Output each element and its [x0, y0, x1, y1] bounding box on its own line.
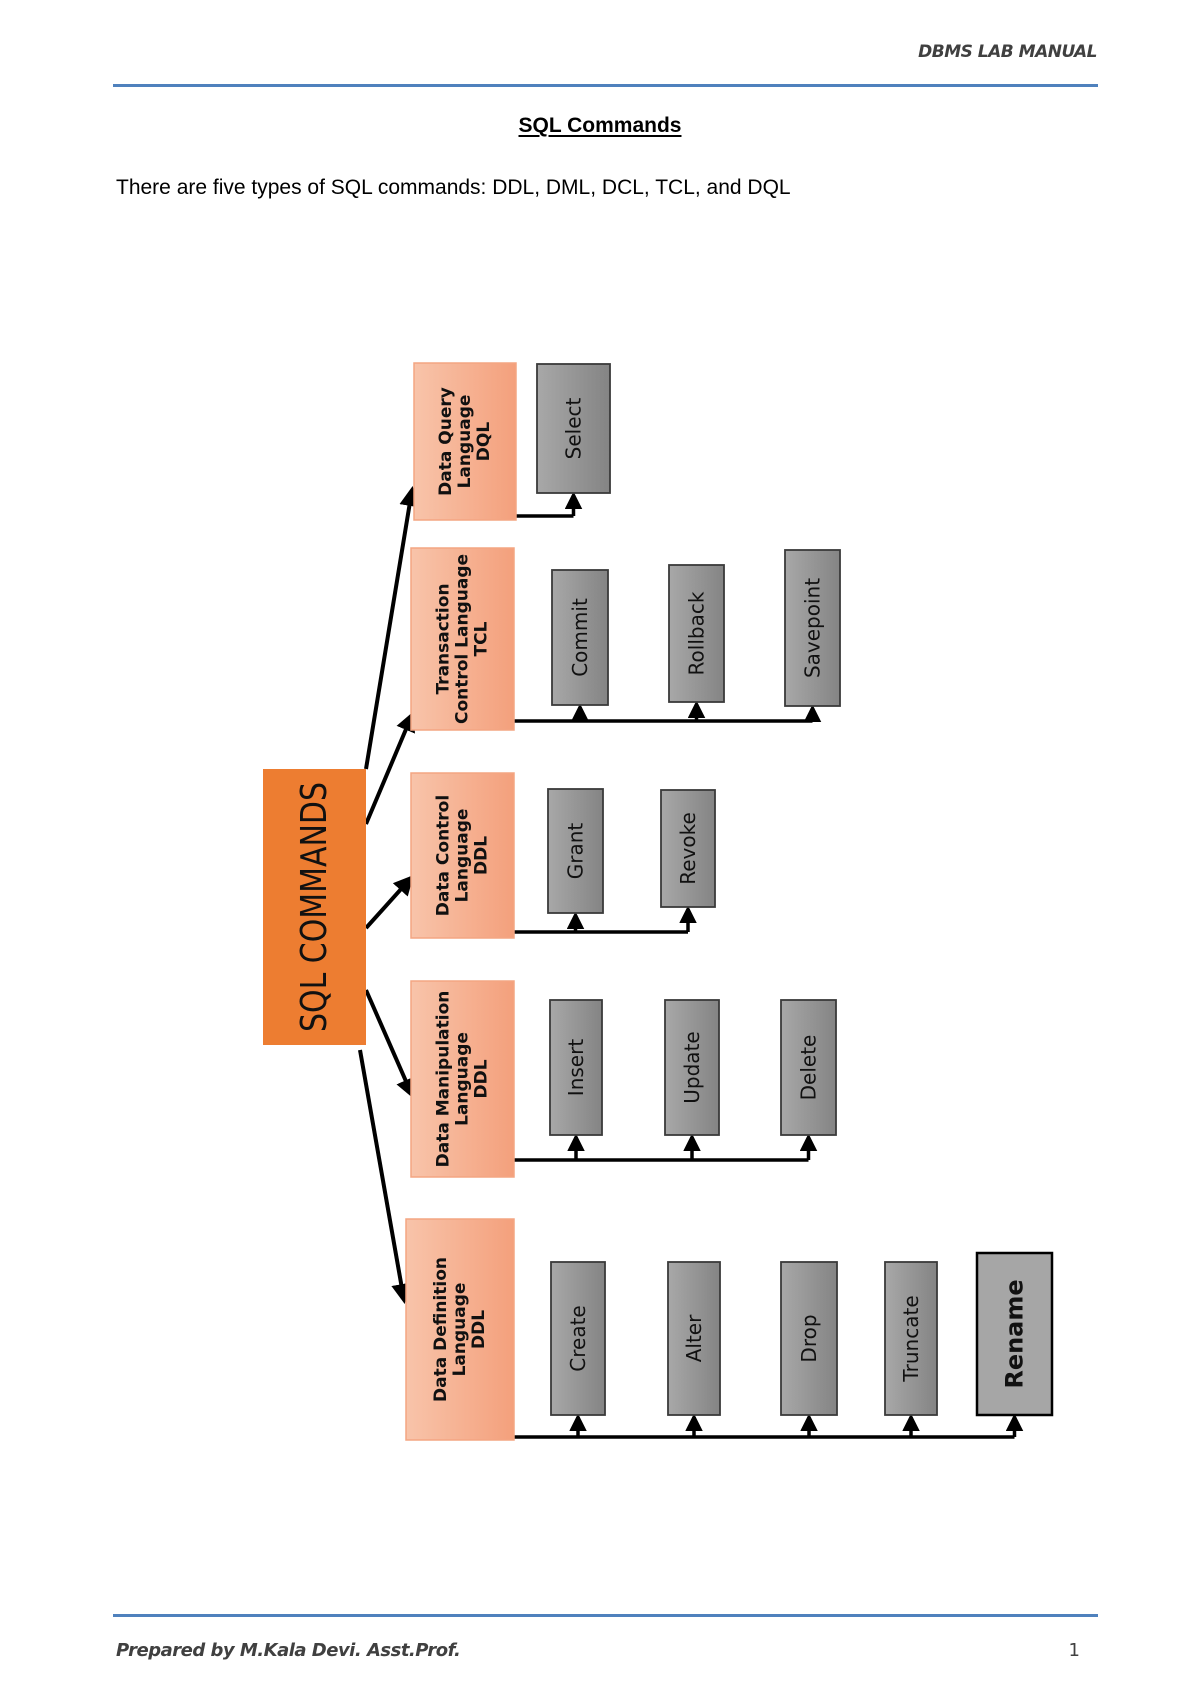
command-label-revoke: Revoke	[676, 812, 700, 885]
category-label-tcl-line: Control Language	[453, 554, 473, 724]
page-number: 1	[1068, 1640, 1080, 1661]
connector-root-to-dml	[364, 989, 415, 1099]
category-label-dql-line: DQL	[474, 422, 494, 462]
category-label-tcl-line: Transaction	[433, 583, 453, 694]
category-box-dml	[410, 980, 515, 1178]
svg-text:Delete: Delete	[797, 1035, 821, 1101]
footer-divider	[113, 1614, 1098, 1617]
category-label-dml-line: Data Manipulation	[433, 991, 453, 1168]
command-box-truncate	[884, 1261, 938, 1416]
category-label-dml-line: DDL	[472, 1059, 492, 1098]
command-box-delete	[780, 999, 837, 1136]
command-box-insert	[549, 999, 603, 1136]
connector-root-to-ddl	[358, 1049, 412, 1304]
command-box-grant	[547, 788, 604, 914]
category-label-ddl-line: DDL	[469, 1310, 489, 1349]
svg-text:Drop: Drop	[797, 1314, 821, 1362]
svg-text:SQL COMMANDS: SQL COMMANDS	[294, 782, 335, 1032]
category-label-dql-line: Data Query	[436, 387, 456, 496]
category-box-dcl	[410, 772, 515, 939]
category-label-dql-line: Language	[455, 395, 475, 489]
command-box-drop	[780, 1261, 838, 1416]
root-node-box	[263, 769, 366, 1045]
command-label-alter: Alter	[682, 1314, 706, 1362]
command-box-revoke	[660, 789, 716, 908]
category-box-dql	[413, 362, 517, 521]
svg-text:Alter: Alter	[682, 1314, 706, 1362]
root-node-label: SQL COMMANDS	[294, 782, 335, 1032]
category-label-dcl-line: DDL	[472, 836, 492, 875]
connector-root-to-dql	[364, 486, 420, 770]
command-box-update	[664, 999, 720, 1136]
command-label-truncate: Truncate	[899, 1295, 923, 1382]
command-label-update: Update	[680, 1031, 704, 1103]
command-label-commit: Commit	[568, 598, 592, 677]
category-box-ddl	[405, 1218, 515, 1441]
svg-text:Revoke: Revoke	[676, 812, 700, 885]
command-box-select	[536, 363, 611, 494]
header-manual-title: DBMS LAB MANUAL	[918, 42, 1097, 62]
header-divider	[113, 84, 1098, 87]
category-label-tcl-line: TCL	[472, 621, 492, 656]
command-label-create: Create	[566, 1305, 590, 1371]
connector-layer	[358, 486, 1024, 1439]
category-label-ddl-line: Data Definition	[431, 1257, 451, 1402]
intro-paragraph: There are five types of SQL commands: DD…	[116, 176, 791, 199]
svg-text:Truncate: Truncate	[899, 1295, 923, 1382]
command-label-rename: Rename	[1001, 1279, 1029, 1388]
category-label-dcl-line: Data Control	[433, 795, 453, 916]
command-box-rename	[975, 1251, 1054, 1417]
command-box-create	[550, 1261, 606, 1416]
command-label-delete: Delete	[797, 1035, 821, 1101]
svg-text:Rollback: Rollback	[685, 591, 709, 675]
svg-text:Grant: Grant	[564, 823, 588, 880]
command-box-savepoint	[784, 549, 841, 707]
command-box-commit	[551, 569, 609, 706]
svg-text:Create: Create	[566, 1305, 590, 1371]
svg-text:Rename: Rename	[1001, 1279, 1029, 1388]
command-label-insert: Insert	[564, 1039, 588, 1097]
category-box-tcl	[410, 547, 515, 731]
svg-text:Select: Select	[562, 397, 586, 459]
command-label-grant: Grant	[564, 823, 588, 880]
connector-root-to-dcl	[364, 875, 414, 930]
page-title: SQL Commands	[518, 114, 682, 137]
command-label-select: Select	[562, 397, 586, 459]
category-label-dml-line: Language	[453, 1032, 473, 1126]
command-label-savepoint: Savepoint	[801, 578, 825, 678]
connector-root-to-tcl	[364, 711, 415, 825]
category-label-dcl-line: Language	[453, 809, 473, 903]
category-label-ddl-line: Language	[450, 1283, 470, 1377]
command-label-rollback: Rollback	[685, 591, 709, 675]
svg-text:Update: Update	[680, 1031, 704, 1103]
footer-author: Prepared by M.Kala Devi. Asst.Prof.	[116, 1640, 461, 1661]
svg-text:Insert: Insert	[564, 1039, 588, 1097]
command-label-drop: Drop	[797, 1314, 821, 1362]
command-box-alter	[667, 1261, 721, 1416]
command-box-rollback	[668, 564, 725, 703]
svg-text:Savepoint: Savepoint	[801, 578, 825, 678]
svg-text:Commit: Commit	[568, 598, 592, 677]
